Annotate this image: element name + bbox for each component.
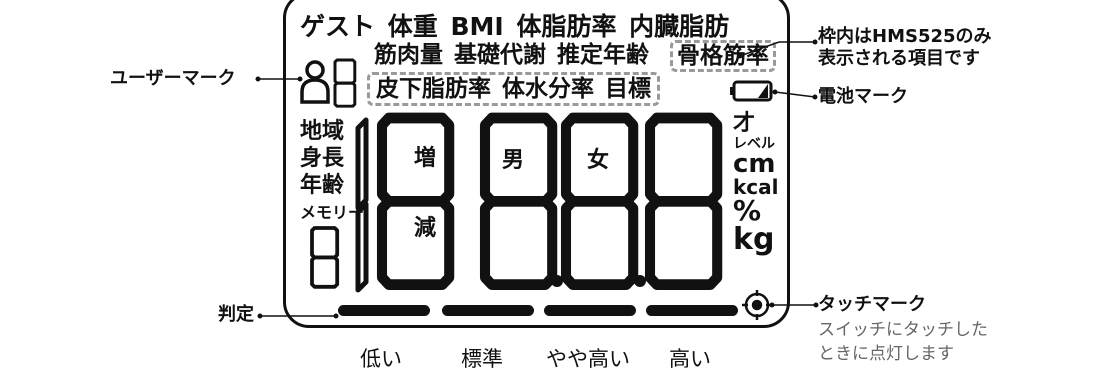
- user-icon: [300, 60, 330, 104]
- scale-high: 高い: [669, 347, 711, 371]
- hms-note-line-2: 表示される項目です: [818, 48, 980, 69]
- touch-note-line-2: ときに点灯します: [818, 344, 954, 364]
- annotation-user-mark: ユーザーマーク: [110, 68, 236, 89]
- label-subcutaneous-fat: 皮下脂肪率: [376, 76, 491, 102]
- label-height: 身長: [300, 146, 345, 171]
- display-panel: [283, 0, 790, 328]
- annotation-touch-note: スイッチにタッチした ときに点灯します: [818, 318, 988, 366]
- digit-4: [650, 118, 717, 285]
- judgement-bar-low: [338, 305, 430, 316]
- annotation-judgement: 判定: [218, 304, 254, 325]
- label-visceral-fat: 内臓脂肪: [629, 12, 730, 41]
- scale-slightly-high: やや高い: [546, 347, 630, 371]
- judgement-bar-standard: [442, 305, 534, 316]
- label-body-water: 体水分率: [502, 76, 595, 102]
- user-number-digit: [333, 58, 357, 108]
- lcd-row-1: ゲスト 体重 BMI 体脂肪率 内臓脂肪: [300, 14, 729, 39]
- digit-2: [485, 118, 552, 285]
- indicator-male: 男: [502, 148, 525, 173]
- indicator-decrease: 減: [414, 216, 437, 241]
- memory-digit: [310, 226, 340, 289]
- label-memory: メモリー: [300, 203, 365, 222]
- indicator-increase: 増: [414, 146, 437, 171]
- decimal-point-1: [551, 275, 563, 287]
- annotation-hms-note: 枠内はHMS525のみ 表示される項目です: [818, 26, 992, 70]
- box-skeletal-muscle: 骨格筋率: [670, 40, 776, 72]
- hms-note-line-1: 枠内はHMS525のみ: [818, 26, 992, 47]
- battery-icon: [730, 80, 773, 102]
- digit-1: [382, 118, 449, 285]
- label-region: 地域: [300, 119, 345, 144]
- annotation-touch-mark: タッチマーク: [818, 294, 926, 315]
- unit-level: レベル: [733, 136, 775, 152]
- unit-labels: 才 レベル cm kcal % kg: [733, 113, 783, 255]
- judgement-bar-high: [646, 305, 738, 316]
- label-guest: ゲスト: [300, 12, 376, 41]
- left-labels: 地域 身長 年齢 メモリー: [300, 118, 364, 226]
- label-basal-metabolism: 基礎代謝: [454, 42, 547, 68]
- unit-cm: cm: [733, 149, 776, 179]
- indicator-female: 女: [587, 148, 610, 173]
- annotation-battery-mark: 電池マーク: [818, 86, 908, 107]
- label-skeletal-muscle: 骨格筋率: [677, 43, 769, 69]
- digit-3: [566, 118, 633, 285]
- unit-percent: %: [733, 194, 762, 227]
- leader-lines: [258, 41, 816, 317]
- label-target: 目標: [605, 76, 652, 102]
- label-body-fat: 体脂肪率: [516, 12, 617, 41]
- touch-icon: [742, 290, 772, 320]
- label-bmi: BMI: [450, 12, 504, 41]
- label-weight: 体重: [387, 12, 438, 41]
- label-muscle: 筋肉量: [374, 42, 443, 68]
- box-hms525-items: 皮下脂肪率 体水分率 目標: [367, 72, 661, 106]
- label-body-age: 推定年齢: [557, 42, 650, 68]
- lcd-row-2: 筋肉量 基礎代謝 推定年齢: [374, 44, 649, 67]
- scale-standard: 標準: [461, 347, 503, 371]
- unit-age: 才: [733, 111, 756, 136]
- judgement-bar-slightly-high: [544, 305, 636, 316]
- digit-leading-one: [355, 117, 369, 293]
- touch-note-line-1: スイッチにタッチした: [818, 320, 988, 340]
- scale-low: 低い: [360, 347, 402, 371]
- label-age: 年齢: [300, 173, 345, 198]
- unit-kcal: kcal: [733, 175, 779, 199]
- unit-kg: kg: [733, 222, 775, 257]
- decimal-point-2: [634, 275, 646, 287]
